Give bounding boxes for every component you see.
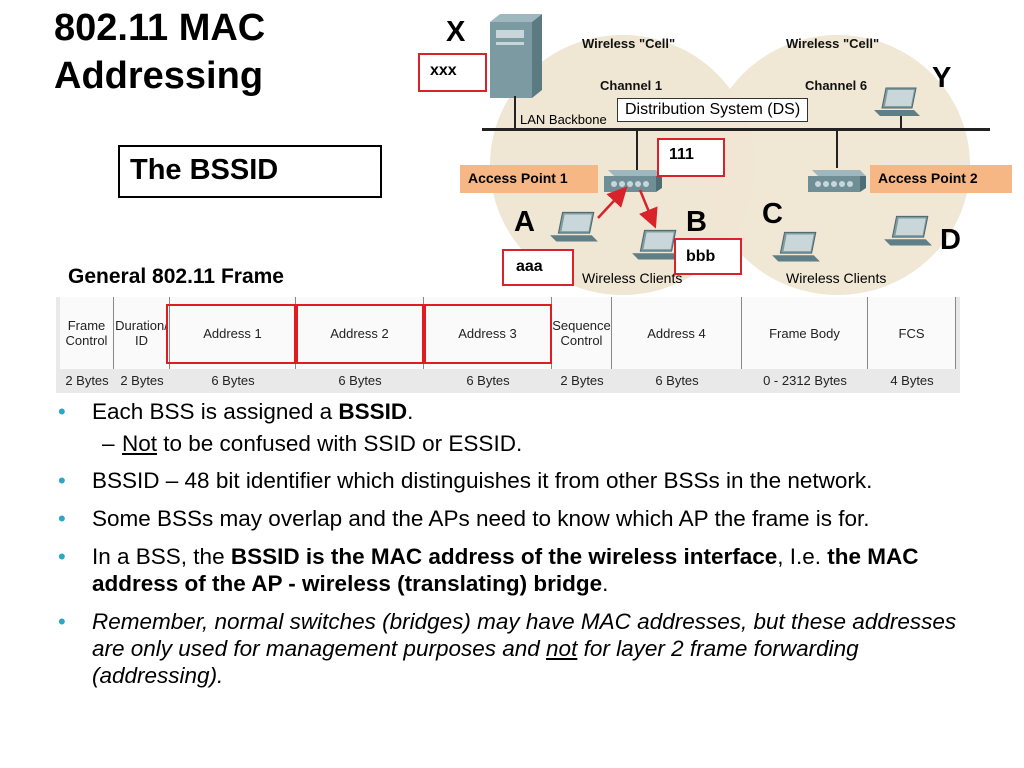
laptop-y-drop-line [900,112,902,130]
wireless-clients-2-label: Wireless Clients [786,270,887,286]
bullet-dot: • [58,399,66,424]
mac-a-text: aaa [516,258,543,275]
mac-x-text: xxx [430,62,457,79]
cell-1-title: Wireless "Cell" [582,36,676,51]
bullet-3-text: Some BSSs may overlap and the APs need t… [92,506,870,531]
bullet-4-end: . [602,571,609,596]
wireless-clients-1-label: Wireless Clients [582,270,683,286]
bullet-dot: • [58,506,66,531]
bullet-dot: • [58,468,66,493]
frame-size-frame-body: 0 - 2312 Bytes [763,373,847,388]
server-icon [490,14,542,98]
bullet-dot: • [58,609,66,634]
bullet-3: • Some BSSs may overlap and the APs need… [58,505,988,532]
frame-field-sequence-control: Sequence Control [552,297,612,369]
frame-size-duration-id: 2 Bytes [120,373,164,388]
node-d-label: D [940,224,961,256]
laptop-b-icon [632,229,680,260]
frame-size-address-1: 6 Bytes [211,373,255,388]
lan-backbone-line [482,128,990,131]
frame-heading: General 802.11 Frame [68,265,284,288]
frame-format-table: Frame Control Duration/ ID Address 1 Add… [56,297,960,393]
frame-field-frame-control: Frame Control [60,297,114,369]
bullet-5-text: Remember, normal switches (bridges) may … [92,609,957,661]
bullet-4: • In a BSS, the BSSID is the MAC address… [58,543,988,597]
frame-field-address-3: Address 3 [424,297,552,369]
lan-backbone-label: LAN Backbone [520,112,607,127]
title-line-2: Addressing [54,55,264,97]
node-b-label: B [686,206,707,238]
ap2-drop-line [836,130,838,168]
ap1-drop-line [636,130,638,170]
bullet-1-text: Each BSS is assigned a [92,399,339,424]
frame-size-frame-control: 2 Bytes [65,373,109,388]
node-a-label: A [514,206,535,238]
access-point-2-icon [808,170,866,192]
server-drop-line [514,96,516,130]
node-y-label: Y [932,62,952,94]
mac-x-box: xxx [418,53,487,92]
bullet-2: • BSSID – 48 bit identifier which distin… [58,467,988,494]
bullet-1-sub: – Not to be confused with SSID or ESSID. [58,430,988,457]
laptop-y-icon [874,87,920,116]
sub-bullet-underline: Not [122,431,158,456]
distribution-system-label: Distribution System (DS) [617,98,809,122]
sub-bullet-text: to be confused with SSID or ESSID. [157,431,523,456]
cell-2-title: Wireless "Cell" [786,36,880,51]
access-point-2-label: Access Point 2 [870,165,1012,193]
frame-size-address-3: 6 Bytes [466,373,510,388]
laptop-c-icon [772,231,820,262]
slide-title: 802.11 MAC Addressing [54,4,354,100]
frame-field-frame-body: Frame Body [742,297,868,369]
node-x-label: X [446,16,466,48]
node-c-label: C [762,198,783,230]
frame-field-address-1: Address 1 [170,297,296,369]
bullet-5-end: for layer 2 frame forwarding (addressing… [92,636,859,688]
mac-b-box: bbb [674,238,742,275]
bullet-4-text: In a BSS, the [92,544,231,569]
access-point-1-icon [604,170,662,192]
title-line-1: 802.11 MAC [54,7,266,49]
address-3-highlight [424,304,552,364]
bullet-1-end: . [407,399,414,424]
frame-field-fcs: FCS [868,297,956,369]
laptop-a-icon [550,211,598,242]
bullet-1-bold: BSSID [338,399,408,424]
frame-size-sequence-control: 2 Bytes [560,373,604,388]
channel-1-label: Channel 1 [600,78,663,93]
bullet-4-bold-1: BSSID is the MAC address of the wireless… [230,544,778,569]
sub-bullet-dash: – [102,431,115,456]
channel-6-label: Channel 6 [805,78,868,93]
bullet-list: • Each BSS is assigned a BSSID. – Not to… [58,398,988,700]
frame-size-address-4: 6 Bytes [655,373,699,388]
address-1-highlight [166,304,296,364]
bullet-4-mid: , I.e. [777,544,828,569]
frame-field-address-4: Address 4 [612,297,742,369]
address-2-highlight [296,304,424,364]
mac-b-text: bbb [686,248,716,265]
mac-ap1-box: 111 [657,138,725,177]
bullet-1: • Each BSS is assigned a BSSID. [58,398,988,425]
frame-field-address-2: Address 2 [296,297,424,369]
frame-size-fcs: 4 Bytes [890,373,934,388]
bullet-4-bold-2: the MAC address of the AP - wireless (tr… [92,544,919,596]
bssid-heading-box: The BSSID [118,145,382,198]
bullet-5: • Remember, normal switches (bridges) ma… [58,608,988,689]
mac-ap1-text: 111 [669,146,694,163]
frame-size-address-2: 6 Bytes [338,373,382,388]
frame-flow-arrows [597,186,658,229]
access-point-1-label: Access Point 1 [460,165,598,193]
mac-a-box: aaa [502,249,574,286]
frame-field-duration-id: Duration/ ID [114,297,170,369]
bullet-5-underline: not [546,636,578,661]
laptop-d-icon [884,215,932,246]
bullet-2-text: BSSID – 48 bit identifier which distingu… [92,468,873,493]
bullet-dot: • [58,544,66,569]
